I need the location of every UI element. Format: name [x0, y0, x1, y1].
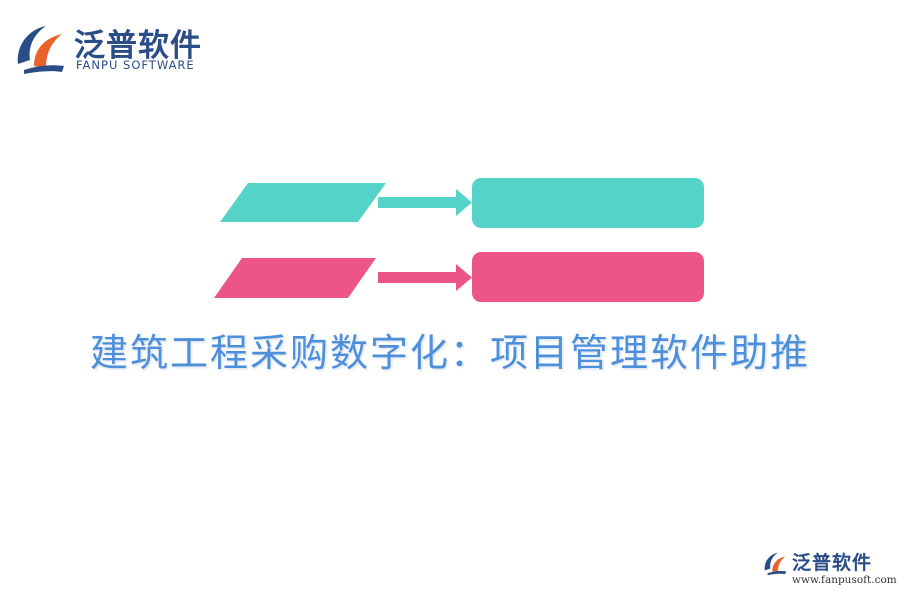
teal-arrow-shaft	[378, 197, 458, 208]
watermark-url: www.fanpusoft.com	[792, 574, 897, 586]
pink-parallelogram	[214, 258, 376, 298]
fanpu-watermark-icon	[764, 552, 787, 576]
teal-box	[472, 178, 704, 228]
teal-arrow-head	[456, 189, 472, 216]
pink-box	[472, 252, 704, 302]
teal-parallelogram	[220, 183, 386, 222]
logo-chinese-name: 泛普软件	[74, 28, 202, 64]
page-title: 建筑工程采购数字化：项目管理软件助推	[89, 331, 810, 375]
watermark: 泛普软件 www.fanpusoft.com	[762, 548, 897, 594]
pink-arrow-shaft	[378, 272, 458, 283]
brand-logo: 泛普软件 FANPU SOFTWARE	[8, 18, 238, 78]
fanpu-logo-icon	[17, 26, 64, 74]
logo-english-name: FANPU SOFTWARE	[76, 58, 195, 72]
watermark-chinese-name: 泛普软件	[792, 552, 873, 574]
pink-arrow-head	[456, 264, 472, 291]
process-diagram	[214, 178, 704, 302]
